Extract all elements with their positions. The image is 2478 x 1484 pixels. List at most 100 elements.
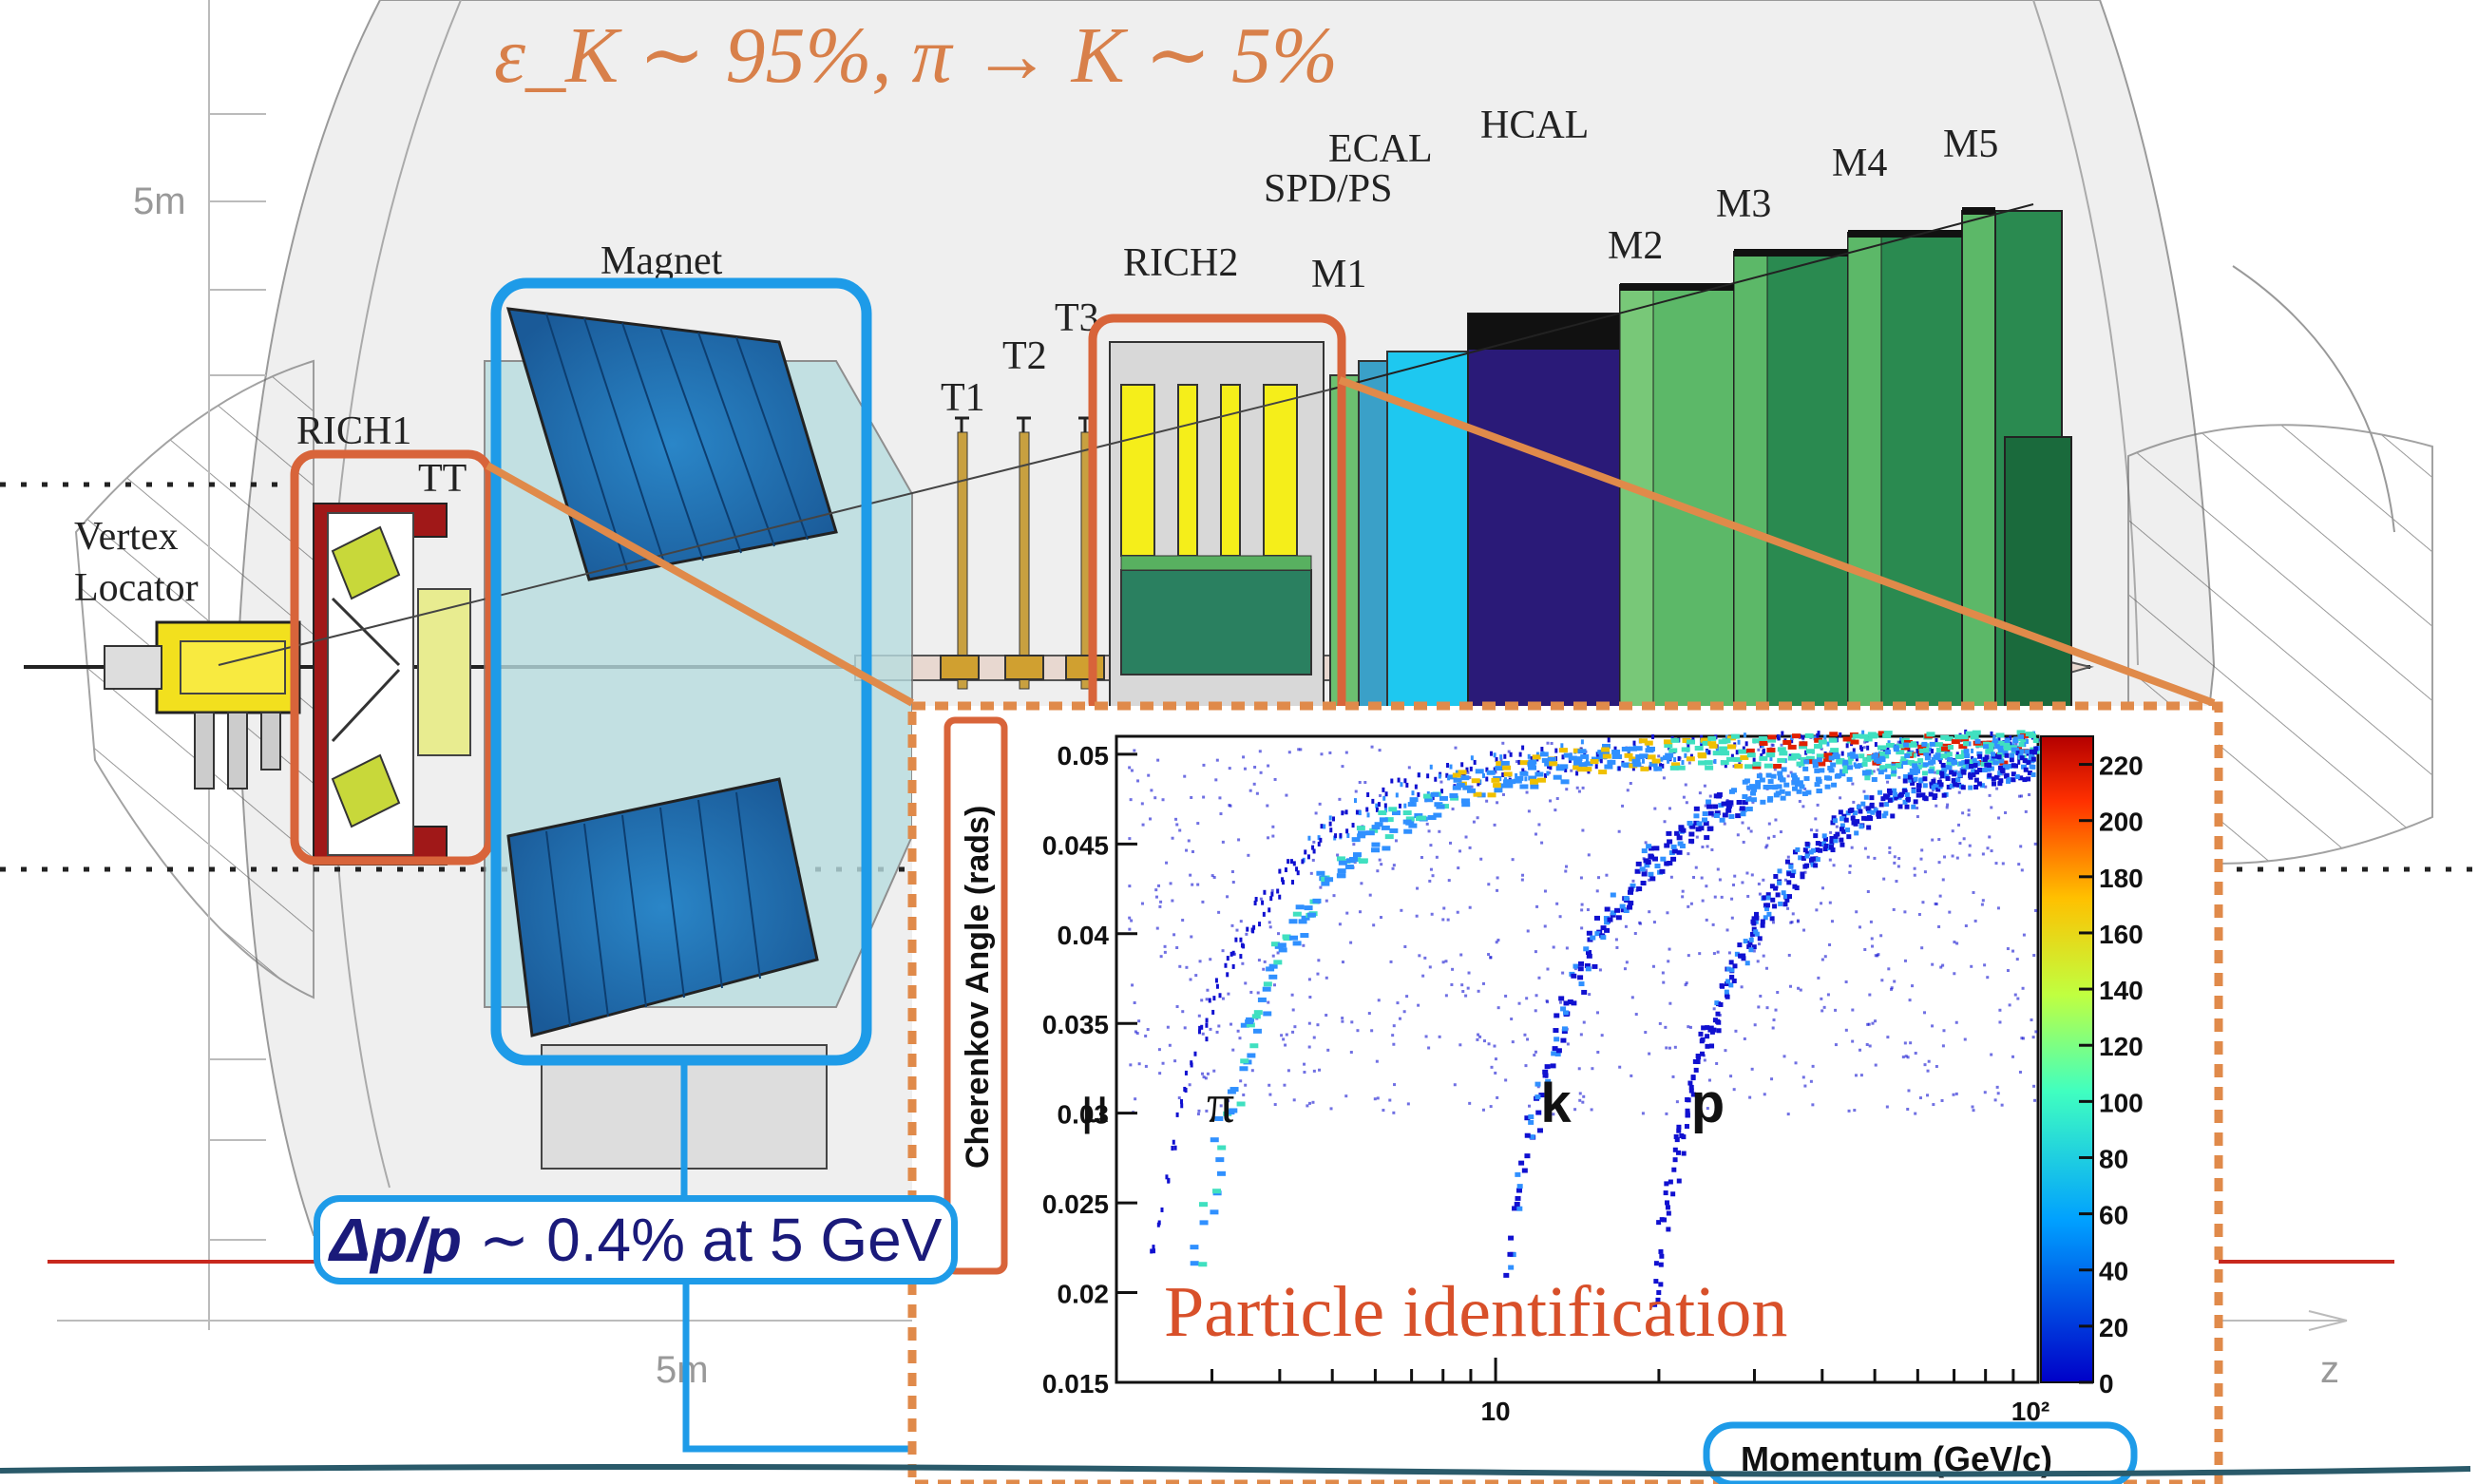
band-point-k	[1834, 754, 1840, 760]
band-point-p	[1708, 1025, 1714, 1031]
noise-point	[1415, 914, 1419, 918]
band-point-π	[1752, 764, 1762, 770]
band-point-π	[1830, 748, 1839, 753]
noise-point	[1664, 1025, 1668, 1029]
band-point-μ	[1400, 782, 1403, 788]
noise-point	[2018, 794, 2022, 798]
noise-point	[1893, 861, 1897, 865]
band-point-π	[1573, 760, 1582, 766]
noise-point	[1828, 858, 1832, 862]
band-point-p	[1932, 794, 1937, 800]
band-point-k	[1524, 1115, 1531, 1121]
band-point-π	[1722, 738, 1731, 744]
band-point-μ	[1737, 739, 1741, 745]
band-point-π	[1549, 761, 1558, 767]
band-point-k	[1904, 753, 1911, 759]
noise-point	[1684, 983, 1687, 987]
noise-point	[1657, 754, 1661, 758]
band-point-π	[1452, 785, 1461, 790]
noise-point	[1704, 804, 1707, 808]
noise-point	[1496, 888, 1499, 892]
noise-point	[1441, 961, 1445, 964]
noise-point	[1441, 918, 1445, 922]
band-point-π	[1687, 739, 1696, 745]
band-point-π	[1452, 772, 1461, 778]
noise-point	[1787, 953, 1791, 957]
band-point-p	[1800, 874, 1805, 880]
band-point-k	[1676, 835, 1683, 841]
band-point-π	[1215, 1157, 1225, 1163]
noise-point	[1227, 992, 1230, 996]
band-point-π	[1496, 761, 1505, 767]
noise-point	[1937, 924, 1941, 928]
noise-point	[1378, 749, 1382, 752]
noise-point	[1377, 999, 1381, 1002]
band-point-k	[1659, 868, 1666, 874]
band-point-k	[1878, 765, 1885, 771]
noise-point	[1129, 798, 1133, 802]
noise-point	[1561, 971, 1565, 975]
band-point-p	[1700, 1051, 1706, 1056]
band-point-π	[1427, 815, 1437, 821]
noise-point	[1271, 825, 1275, 828]
noise-point	[1429, 844, 1433, 847]
band-point-p	[2010, 752, 2015, 758]
band-point-k	[1777, 771, 1783, 776]
band-point-p	[1941, 792, 1947, 798]
band-point-π	[1633, 746, 1643, 752]
noise-point	[1798, 799, 1801, 803]
band-point-p	[1853, 821, 1858, 827]
band-point-k	[1912, 763, 1918, 769]
band-point-k	[1578, 961, 1585, 966]
noise-point	[1197, 1014, 1201, 1018]
band-point-μ	[1301, 859, 1305, 865]
noise-point	[1595, 889, 1599, 893]
band-point-π	[1640, 766, 1649, 771]
noise-point	[1249, 990, 1253, 994]
noise-point	[1178, 828, 1182, 832]
noise-point	[1578, 1098, 1582, 1102]
noise-point	[1307, 978, 1311, 981]
noise-point	[1496, 876, 1499, 880]
noise-point	[1762, 878, 1765, 882]
kaon-efficiency-formula: ε_K ∼ 95%, π → K ∼ 5%	[494, 11, 1338, 100]
band-point-π	[1954, 734, 1964, 740]
band-point-π	[1199, 1220, 1209, 1226]
band-point-π	[1942, 743, 1952, 749]
noise-point	[1336, 853, 1340, 857]
band-point-π	[1578, 762, 1588, 768]
noise-point	[1493, 823, 1496, 827]
band-point-k	[1922, 762, 1929, 768]
band-point-p	[1791, 869, 1797, 875]
band-point-π	[1668, 748, 1678, 753]
band-point-k	[1503, 1272, 1510, 1278]
band-point-μ	[1414, 784, 1418, 790]
band-point-p	[1725, 979, 1731, 984]
band-point-π	[1388, 807, 1398, 812]
band-point-π	[1453, 777, 1462, 783]
band-point-μ	[1239, 937, 1243, 942]
noise-point	[1757, 1005, 1761, 1009]
band-point-p	[1861, 815, 1867, 821]
band-point-p	[1760, 919, 1765, 924]
noise-point	[1758, 892, 1762, 896]
noise-point	[1888, 850, 1892, 854]
band-point-π	[1707, 741, 1717, 747]
noise-point	[1309, 871, 1313, 875]
band-point-π	[1358, 830, 1367, 836]
band-point-μ	[1861, 730, 1865, 735]
band-point-p	[1904, 804, 1910, 809]
noise-point	[1984, 785, 1988, 789]
noise-point	[1191, 883, 1194, 886]
band-point-π	[1681, 747, 1690, 752]
band-point-π	[1791, 733, 1801, 739]
band-point-μ	[1226, 972, 1229, 978]
bottom-rule	[0, 1464, 2471, 1477]
band-point-π	[1337, 873, 1346, 879]
noise-point	[1209, 958, 1212, 961]
band-point-p	[2032, 750, 2038, 755]
band-point-π	[1926, 732, 1935, 737]
band-point-π	[1507, 779, 1516, 785]
band-point-k	[1603, 916, 1610, 922]
noise-point	[1954, 1092, 1958, 1095]
